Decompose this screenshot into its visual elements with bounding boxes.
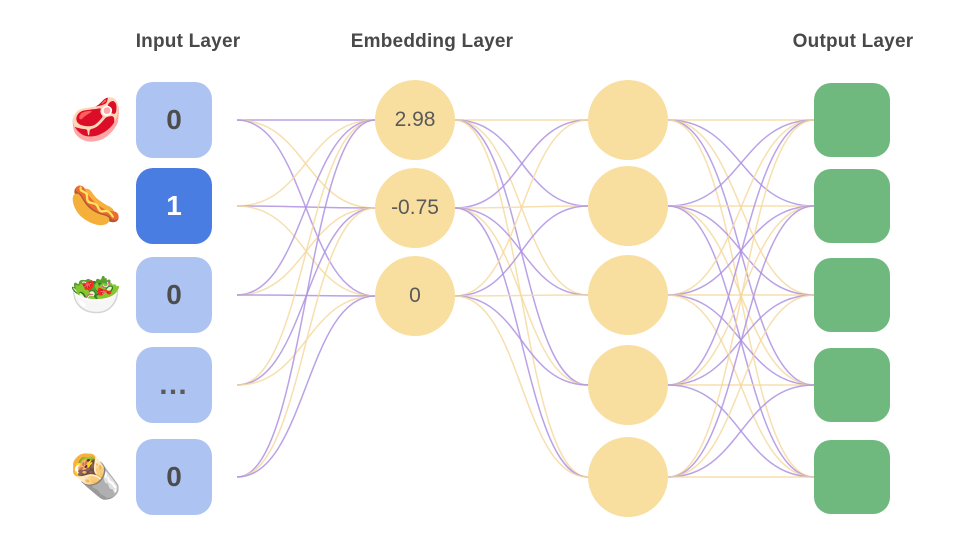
input-row: 🌭1 [70,168,212,244]
edge [667,119,815,478]
embedding-layer-title: Embedding Layer [350,31,514,52]
edge [667,119,815,296]
output-node-5[interactable] [814,440,890,514]
edge [667,119,815,386]
output-node-2[interactable] [814,169,890,243]
edge [667,119,815,207]
edge [236,119,376,296]
edge [454,207,589,478]
edge [236,295,376,478]
input-node-4[interactable]: … [136,347,212,423]
edge [454,295,589,478]
output-node-4[interactable] [814,348,890,422]
embedding-node-3[interactable]: 0 [375,256,455,336]
input-row: 🌯0 [70,439,212,515]
input-node-2[interactable]: 1 [136,168,212,244]
hot-dog-icon: 🌭 [69,182,123,229]
green-salad-icon: 🥗 [69,271,123,318]
output-layer-title: Output Layer [792,31,914,52]
hidden-node-2[interactable] [588,166,668,246]
edge [454,294,589,297]
edge [454,295,589,386]
input-layer-title: Input Layer [135,31,241,52]
input-row: 🥗0 [70,257,212,333]
edge [667,294,815,478]
burrito-icon: 🌯 [69,453,123,500]
edge [454,205,589,297]
input-node-3[interactable]: 0 [136,257,212,333]
hidden-node-3[interactable] [588,255,668,335]
hidden-node-1[interactable] [588,80,668,160]
meat-bowl-icon: 🥩 [69,96,123,143]
edge [454,119,589,297]
output-node-1[interactable] [814,83,890,157]
input-node-5[interactable]: 0 [136,439,212,515]
input-node-1[interactable]: 0 [136,82,212,158]
input-row: 🥩0 [70,82,212,158]
edge [454,119,589,209]
edge [667,384,815,478]
embedding-node-1[interactable]: 2.98 [375,80,455,160]
hidden-node-5[interactable] [588,437,668,517]
empty-icon-slot [70,359,122,411]
input-row: … [70,347,212,423]
output-node-3[interactable] [814,258,890,332]
edge [236,119,376,386]
edge [667,205,815,478]
edge [236,119,376,207]
hidden-node-4[interactable] [588,345,668,425]
embedding-node-2[interactable]: -0.75 [375,168,455,248]
edge [236,119,376,478]
edge [454,207,589,386]
edge [236,207,376,478]
